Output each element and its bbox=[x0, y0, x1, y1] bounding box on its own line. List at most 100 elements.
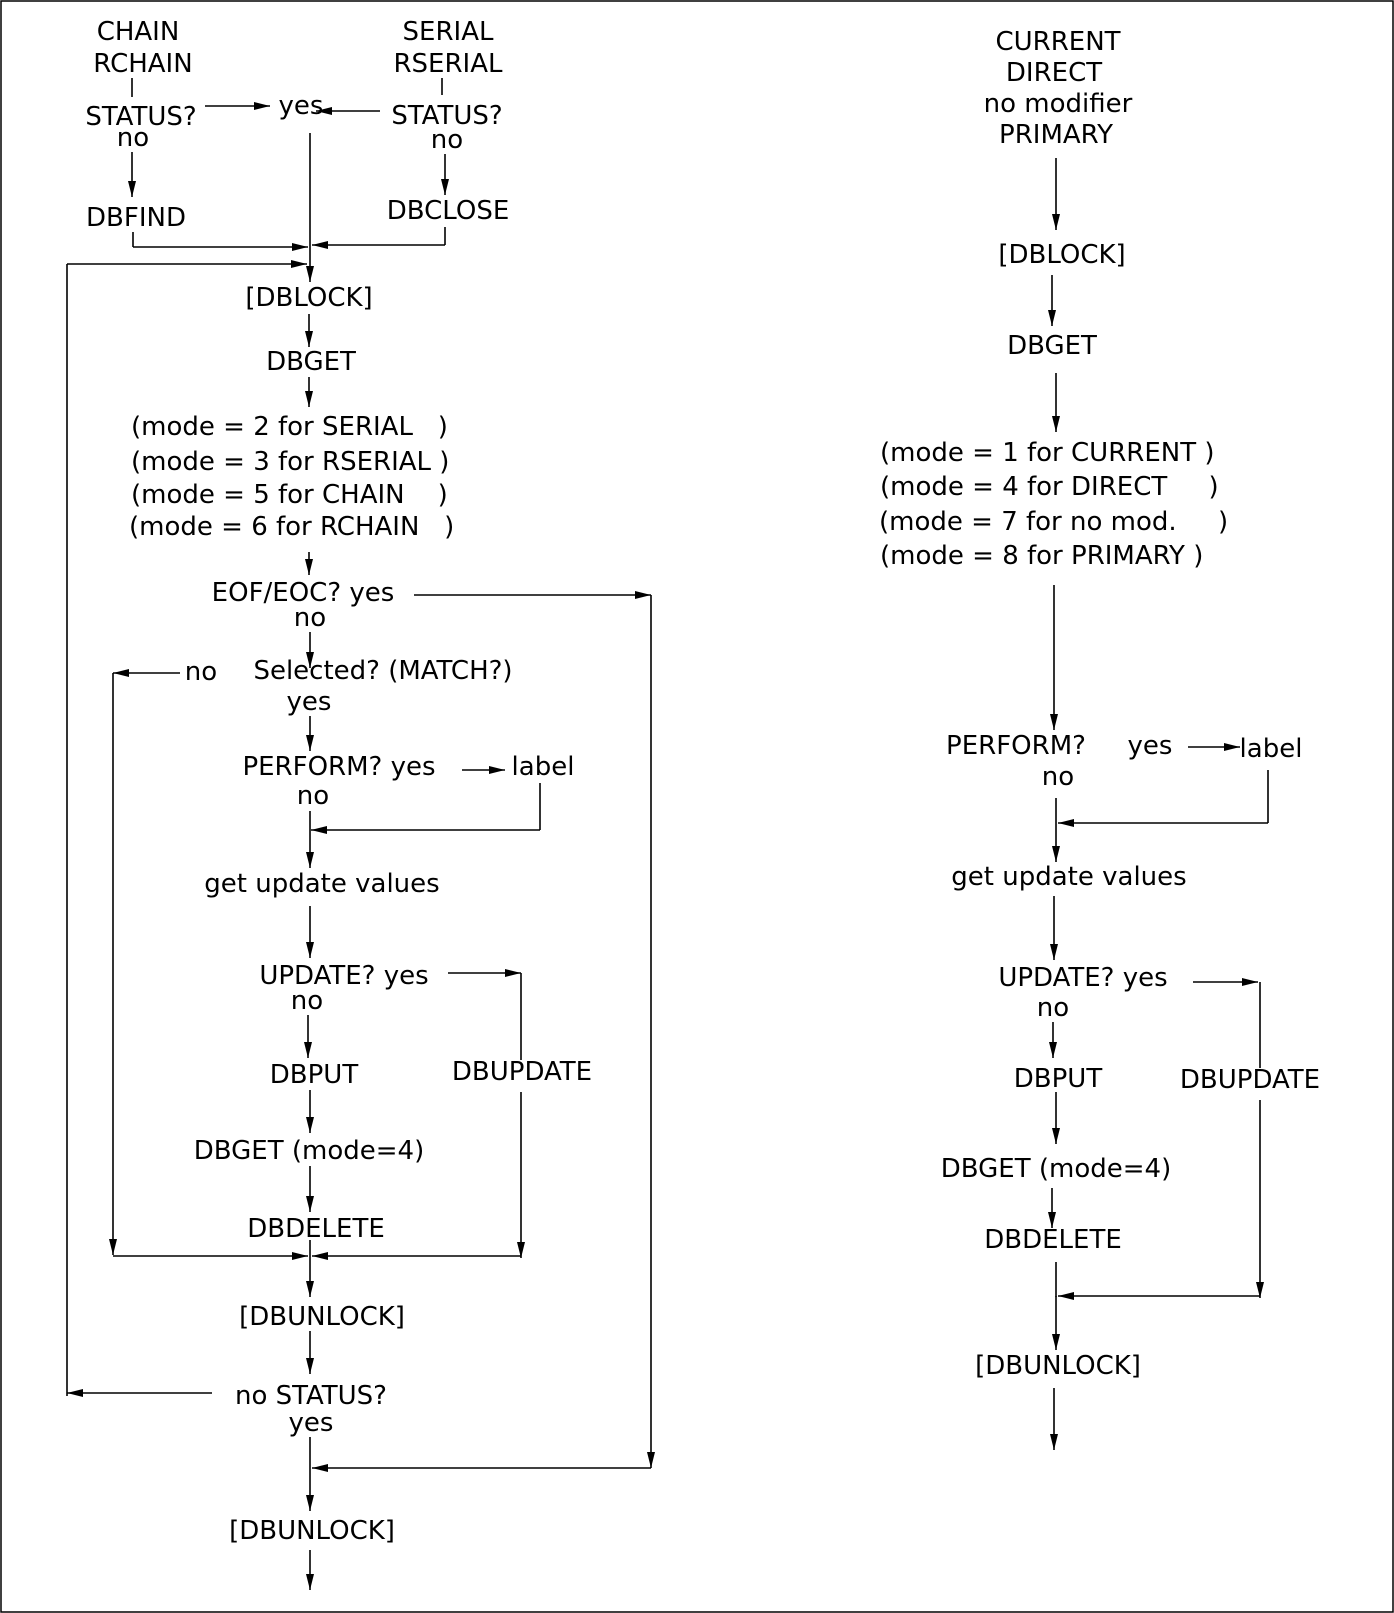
arrowhead bbox=[291, 260, 307, 268]
arrowhead bbox=[306, 942, 314, 958]
arrowhead bbox=[304, 1042, 312, 1058]
r-dbget-node: DBGET bbox=[1007, 331, 1097, 361]
connectors bbox=[66, 78, 1269, 1590]
status-loop-yes: yes bbox=[289, 1408, 334, 1438]
update-no: no bbox=[291, 986, 323, 1016]
mode-line-2: (mode = 3 for RSERIAL ) bbox=[131, 447, 449, 477]
entry-primary: PRIMARY bbox=[999, 120, 1113, 150]
perform-node: PERFORM? yes bbox=[242, 752, 435, 782]
arrowhead bbox=[1052, 1334, 1060, 1350]
dbdelete-node: DBDELETE bbox=[247, 1214, 385, 1244]
arrowhead bbox=[312, 1252, 328, 1260]
arrowhead bbox=[1052, 846, 1060, 862]
arrowhead bbox=[128, 181, 136, 197]
perform-label: label bbox=[512, 752, 575, 782]
chain-label: CHAIN bbox=[97, 17, 180, 47]
r-perform-node: PERFORM? bbox=[946, 731, 1086, 761]
status-left-no: no bbox=[117, 123, 149, 153]
arrowhead bbox=[1050, 1434, 1058, 1450]
arrowhead bbox=[306, 1196, 314, 1212]
r-mode-line-3: (mode = 7 for no mod. ) bbox=[879, 507, 1228, 537]
arrowhead bbox=[517, 1242, 525, 1258]
rserial-label: RSERIAL bbox=[393, 49, 503, 79]
r-perform-no: no bbox=[1042, 762, 1074, 792]
arrowhead bbox=[441, 179, 449, 195]
eof-no: no bbox=[294, 603, 326, 633]
r-dbunlock-node: [DBUNLOCK] bbox=[975, 1351, 1141, 1381]
arrowhead bbox=[1058, 1292, 1074, 1300]
status-right: STATUS? bbox=[391, 101, 502, 131]
get-update-node: get update values bbox=[204, 869, 439, 899]
arrowhead bbox=[305, 559, 313, 575]
dbfind-node: DBFIND bbox=[86, 203, 186, 233]
r-dblock-node: [DBLOCK] bbox=[998, 240, 1125, 270]
arrowhead bbox=[635, 591, 651, 599]
dbput-node: DBPUT bbox=[270, 1060, 359, 1090]
arrowhead bbox=[647, 1452, 655, 1468]
arrowhead bbox=[306, 1495, 314, 1511]
dbupdate-node: DBUPDATE bbox=[452, 1057, 592, 1087]
arrowhead bbox=[489, 766, 505, 774]
serial-label: SERIAL bbox=[403, 17, 494, 47]
arrowhead bbox=[1050, 944, 1058, 960]
arrowhead bbox=[306, 735, 314, 751]
arrowhead bbox=[109, 1239, 117, 1255]
r-perform-yes: yes bbox=[1128, 731, 1173, 761]
selected-yes: yes bbox=[287, 687, 332, 717]
arrowhead bbox=[306, 1281, 314, 1297]
arrowhead bbox=[292, 243, 308, 251]
arrowhead bbox=[311, 826, 327, 834]
arrowhead bbox=[1052, 416, 1060, 432]
arrowhead bbox=[305, 391, 313, 407]
r-mode-line-4: (mode = 8 for PRIMARY ) bbox=[880, 541, 1203, 571]
arrowhead bbox=[1224, 743, 1240, 751]
r-dbupdate-node: DBUPDATE bbox=[1180, 1065, 1320, 1095]
r-get-update-node: get update values bbox=[951, 862, 1186, 892]
arrowhead bbox=[1050, 714, 1058, 730]
arrowhead bbox=[1049, 1042, 1057, 1058]
arrowhead bbox=[316, 107, 332, 115]
status-loop-node: no STATUS? bbox=[235, 1381, 387, 1411]
eof-node: EOF/EOC? yes bbox=[212, 578, 395, 608]
arrowhead bbox=[1256, 1282, 1264, 1298]
arrowhead bbox=[1242, 978, 1258, 986]
entry-current: CURRENT bbox=[995, 27, 1120, 57]
dbunlock-node: [DBUNLOCK] bbox=[239, 1302, 405, 1332]
arrowhead bbox=[1048, 310, 1056, 326]
selected-node: Selected? (MATCH?) bbox=[253, 656, 512, 686]
arrowhead bbox=[292, 1252, 308, 1260]
arrowhead bbox=[312, 1464, 328, 1472]
arrowhead bbox=[306, 1358, 314, 1374]
arrowhead bbox=[113, 669, 129, 677]
r-dbput-node: DBPUT bbox=[1014, 1064, 1103, 1094]
arrowhead bbox=[505, 969, 521, 977]
arrowhead bbox=[254, 102, 270, 110]
r-update-node: UPDATE? yes bbox=[998, 963, 1167, 993]
status-right-no: no bbox=[431, 125, 463, 155]
mode-line-3: (mode = 5 for CHAIN ) bbox=[131, 480, 448, 510]
rchain-label: RCHAIN bbox=[93, 49, 192, 79]
arrowhead bbox=[306, 266, 314, 282]
perform-no: no bbox=[297, 781, 329, 811]
arrowhead bbox=[1058, 819, 1074, 827]
arrowhead bbox=[1052, 1128, 1060, 1144]
r-dbdelete-node: DBDELETE bbox=[984, 1225, 1122, 1255]
mode-line-4: (mode = 6 for RCHAIN ) bbox=[129, 512, 454, 542]
arrowhead bbox=[305, 331, 313, 347]
entry-no-modifier: no modifier bbox=[984, 89, 1133, 119]
status-yes: yes bbox=[279, 91, 324, 121]
dblock-node: [DBLOCK] bbox=[245, 283, 372, 313]
r-dbget-mode4-node: DBGET (mode=4) bbox=[941, 1154, 1171, 1184]
r-update-no: no bbox=[1037, 993, 1069, 1023]
update-node: UPDATE? yes bbox=[259, 961, 428, 991]
dbclose-node: DBCLOSE bbox=[387, 196, 510, 226]
r-mode-line-2: (mode = 4 for DIRECT ) bbox=[880, 472, 1219, 502]
arrowhead bbox=[306, 1574, 314, 1590]
arrowhead bbox=[306, 1117, 314, 1133]
mode-line-1: (mode = 2 for SERIAL ) bbox=[131, 412, 448, 442]
entry-direct: DIRECT bbox=[1006, 58, 1102, 88]
selected-no: no bbox=[185, 657, 217, 687]
r-mode-line-1: (mode = 1 for CURRENT ) bbox=[880, 438, 1215, 468]
